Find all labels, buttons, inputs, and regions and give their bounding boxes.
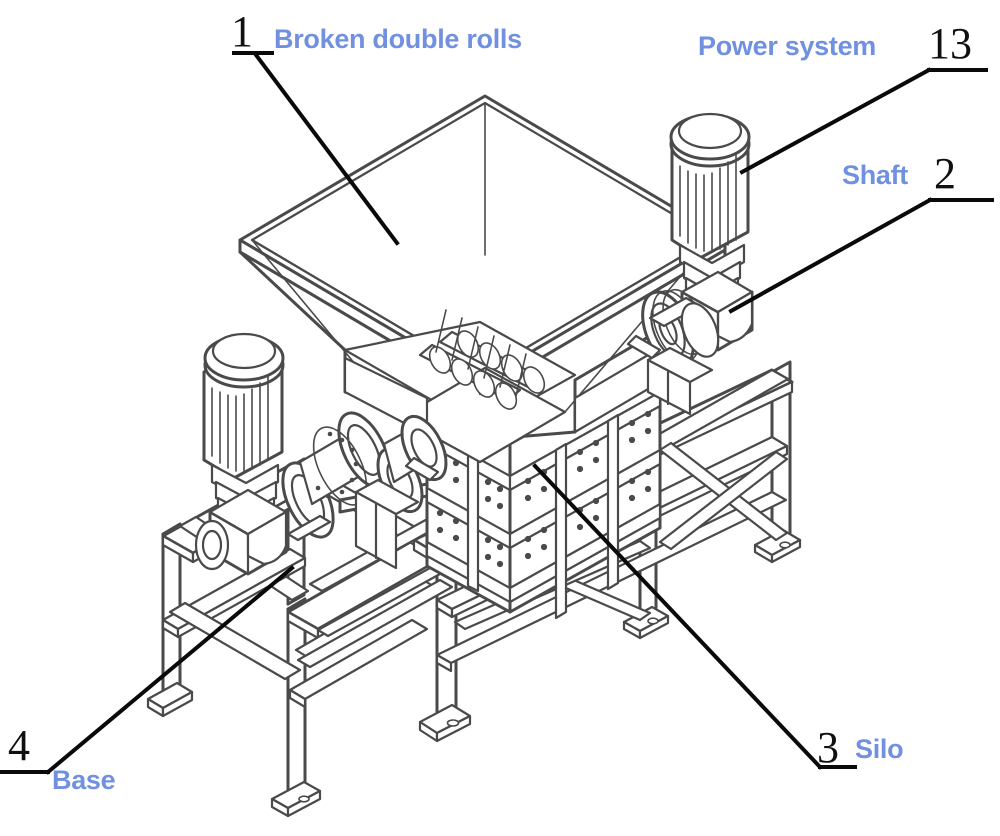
broken-double-rolls (418, 309, 546, 410)
left-power-system (194, 332, 288, 576)
label-broken-double-rolls: Broken double rolls (274, 24, 522, 54)
callout-number-4: 4 (8, 721, 30, 770)
label-shaft: Shaft (842, 160, 909, 190)
label-base: Base (52, 765, 116, 795)
label-silo: Silo (855, 734, 904, 764)
callout-number-13: 13 (928, 19, 972, 68)
callout-number-3: 3 (817, 723, 839, 772)
callout-number-2: 2 (934, 149, 956, 198)
right-power-system (669, 112, 754, 352)
callout-number-1: 1 (231, 7, 253, 56)
left-shaft-assembly (281, 411, 448, 570)
label-power-system: Power system (698, 31, 876, 61)
callout-leaders (0, 51, 994, 775)
right-shaft-assembly (626, 288, 720, 416)
